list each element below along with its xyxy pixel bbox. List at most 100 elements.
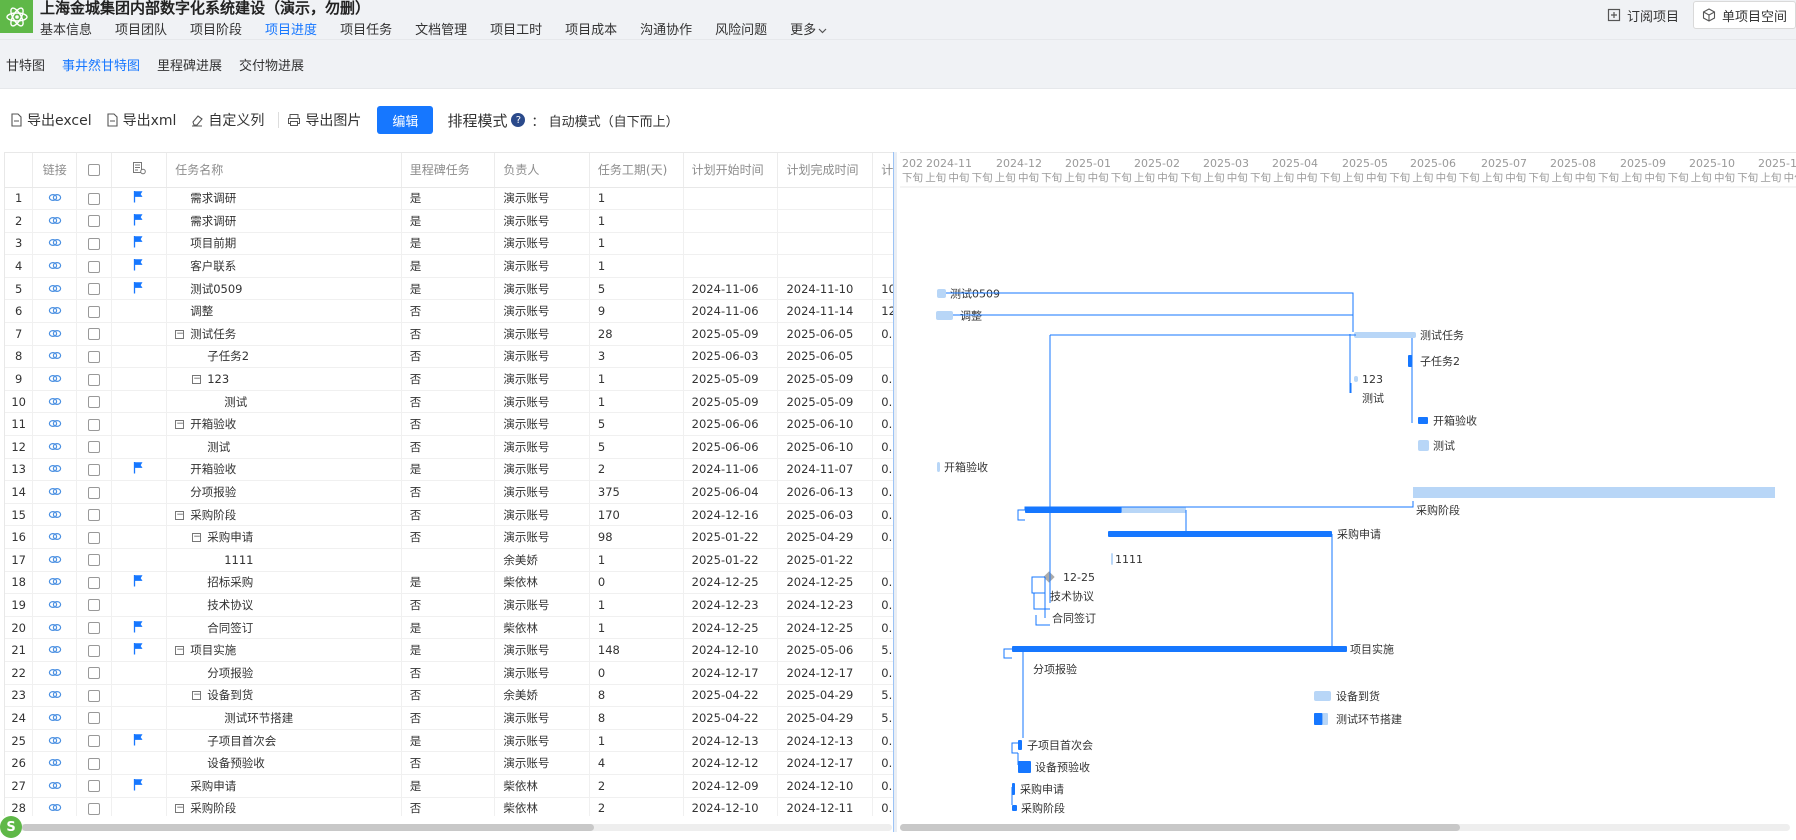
row-checkbox[interactable] <box>87 554 100 567</box>
row-checkbox[interactable] <box>87 192 100 205</box>
link-icon[interactable] <box>48 351 62 360</box>
task-name-cell[interactable]: 1111 <box>166 548 402 572</box>
row-select[interactable] <box>76 548 112 572</box>
row-select[interactable] <box>76 345 112 369</box>
link-cell[interactable] <box>32 661 78 685</box>
link-icon[interactable] <box>48 713 62 722</box>
row-checkbox[interactable] <box>87 509 100 522</box>
row-checkbox[interactable] <box>87 576 100 589</box>
link-cell[interactable] <box>32 503 78 527</box>
link-icon[interactable] <box>48 306 62 315</box>
nav-project-progress[interactable]: 项目进度 <box>265 19 318 42</box>
link-icon[interactable] <box>48 464 62 473</box>
column-settings-icon[interactable] <box>132 161 146 175</box>
task-name-cell[interactable]: 测试0509 <box>166 277 402 301</box>
link-cell[interactable] <box>32 616 78 640</box>
pane-splitter[interactable] <box>893 152 897 832</box>
link-cell[interactable] <box>32 277 78 301</box>
row-checkbox[interactable] <box>87 622 100 635</box>
row-select[interactable] <box>76 187 112 211</box>
link-cell[interactable] <box>32 187 78 211</box>
row-select[interactable] <box>76 503 112 527</box>
link-cell[interactable] <box>32 390 78 414</box>
link-icon[interactable] <box>48 645 62 654</box>
link-cell[interactable] <box>32 774 78 798</box>
row-select[interactable] <box>76 661 112 685</box>
row-select[interactable] <box>76 797 112 816</box>
nav-communication[interactable]: 沟通协作 <box>640 23 693 38</box>
task-name-cell[interactable]: 测试环节搭建 <box>166 706 402 730</box>
link-cell[interactable] <box>32 548 78 572</box>
row-select[interactable] <box>76 390 112 414</box>
task-name-cell[interactable]: −项目实施 <box>166 638 402 662</box>
subscribe-button[interactable]: 订阅项目 <box>1599 1 1687 29</box>
task-name-cell[interactable]: 需求调研 <box>166 209 402 233</box>
task-name-cell[interactable]: −123 <box>166 367 402 391</box>
tab-milestone-progress[interactable]: 里程碑进展 <box>157 58 223 74</box>
collapse-toggle[interactable]: − <box>175 645 185 656</box>
col-select-all[interactable] <box>76 153 112 188</box>
table-scrollbar[interactable] <box>4 824 892 831</box>
link-icon[interactable] <box>48 193 62 202</box>
row-checkbox[interactable] <box>87 531 100 544</box>
task-name-cell[interactable]: 分项报验 <box>166 480 402 504</box>
row-checkbox[interactable] <box>87 328 100 341</box>
row-checkbox[interactable] <box>87 644 100 657</box>
link-icon[interactable] <box>48 442 62 451</box>
row-checkbox[interactable] <box>87 373 100 386</box>
nav-project-phase[interactable]: 项目阶段 <box>190 23 243 38</box>
collapse-toggle[interactable]: − <box>175 328 185 339</box>
link-icon[interactable] <box>48 532 62 541</box>
task-name-cell[interactable]: −采购阶段 <box>166 797 402 816</box>
project-space-button[interactable]: 单项目空间 <box>1692 1 1796 29</box>
row-select[interactable] <box>76 458 112 482</box>
link-cell[interactable] <box>32 458 78 482</box>
link-cell[interactable] <box>32 638 78 662</box>
link-icon[interactable] <box>48 397 62 406</box>
row-select[interactable] <box>76 232 112 256</box>
row-checkbox[interactable] <box>87 689 100 702</box>
task-name-cell[interactable]: 合同签订 <box>166 616 402 640</box>
atom-icon[interactable] <box>0 0 33 33</box>
collapse-toggle[interactable]: − <box>192 532 202 543</box>
link-icon[interactable] <box>48 555 62 564</box>
task-name-cell[interactable]: −设备到货 <box>166 684 402 708</box>
task-name-cell[interactable]: 设备预验收 <box>166 751 402 775</box>
export-image-button[interactable]: 导出图片 <box>287 110 361 130</box>
nav-project-cost[interactable]: 项目成本 <box>565 23 618 38</box>
row-checkbox[interactable] <box>87 757 100 770</box>
collapse-toggle[interactable]: − <box>192 374 202 385</box>
link-cell[interactable] <box>32 322 78 346</box>
row-select[interactable] <box>76 322 112 346</box>
link-icon[interactable] <box>48 487 62 496</box>
link-cell[interactable] <box>32 412 78 437</box>
question-icon[interactable]: ? <box>511 113 526 127</box>
task-name-cell[interactable]: 子任务2 <box>166 345 402 369</box>
nav-risks[interactable]: 风险问题 <box>715 23 768 38</box>
collapse-toggle[interactable]: − <box>175 509 185 520</box>
row-checkbox[interactable] <box>87 418 100 431</box>
collapse-toggle[interactable]: − <box>192 690 202 701</box>
link-cell[interactable] <box>32 706 78 730</box>
task-name-cell[interactable]: 采购申请 <box>166 774 402 798</box>
task-name-cell[interactable]: 开箱验收 <box>166 458 402 482</box>
row-select[interactable] <box>76 277 112 301</box>
link-icon[interactable] <box>48 577 62 586</box>
row-checkbox[interactable] <box>87 712 100 725</box>
link-icon[interactable] <box>48 261 62 270</box>
row-checkbox[interactable] <box>87 350 100 363</box>
link-cell[interactable] <box>32 209 78 233</box>
link-icon[interactable] <box>48 668 62 677</box>
link-icon[interactable] <box>48 238 62 247</box>
